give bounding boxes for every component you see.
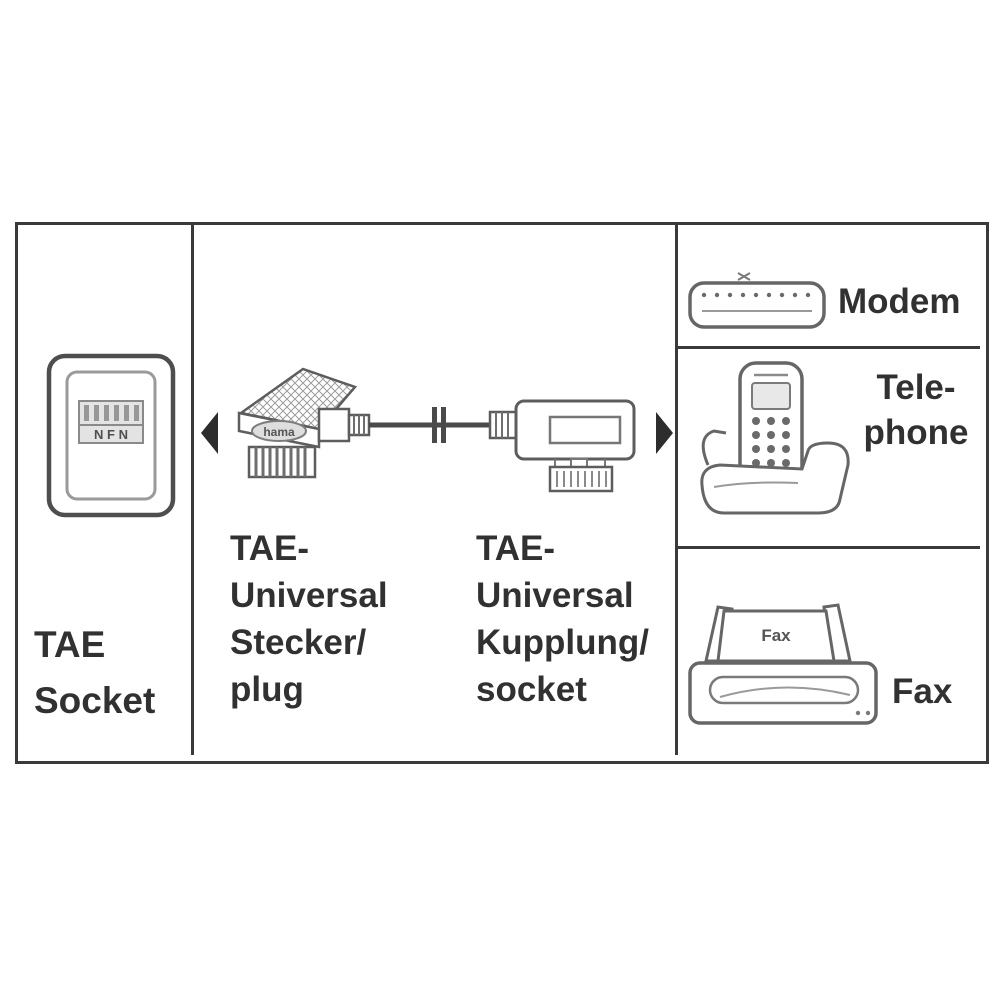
divider-telephone-fax [678,546,980,549]
divider-modem-telephone [678,346,980,349]
fax-sheet-text: Fax [761,626,791,645]
plug-neck [317,407,351,443]
fax-buttons [855,710,871,716]
plug-label: TAE- Universal Stecker/ plug [230,529,388,709]
coupling-slot [548,415,622,445]
diagram-frame: N F N TAE Socket hama [15,222,989,764]
telephone-icon [700,361,850,515]
cable-joint [432,407,446,443]
divider-right-panel [675,225,678,755]
arrow-left-icon [201,412,218,454]
tae-socket-label: TAE Socket [34,624,156,721]
modem-label: Modem [838,282,961,321]
modem-body [688,281,826,329]
telephone-label: Tele- phone [863,368,969,452]
plug-ribs [254,447,307,477]
modem-antenna [737,272,751,281]
fax-label: Fax [892,672,953,711]
brand-text: hama [263,425,295,439]
fax-icon: Fax [688,603,878,725]
tae-plug-icon: hama [237,367,371,479]
fax-output-slot [708,675,860,705]
tae-socket-icon: N F N [46,353,176,518]
phone-display [751,382,791,410]
tae-coupling-icon [488,399,636,493]
phone-hook [701,429,727,466]
phone-keypad [752,417,790,467]
arrow-right-icon [656,412,673,454]
brand-badge [251,420,307,442]
coupling-bottom-piece [548,465,614,493]
coupling-label: TAE- Universal Kupplung/ socket [476,529,650,709]
fax-paper-sheet [716,609,836,663]
divider-left-panel [191,225,194,755]
adapter-cable-drawing: hama [237,367,636,493]
socket-jack [78,400,144,444]
socket-letters: N F N [94,427,128,442]
socket-slots [84,405,139,421]
modem-vents [701,292,811,298]
modem-icon [688,272,826,329]
phone-base [700,441,850,515]
